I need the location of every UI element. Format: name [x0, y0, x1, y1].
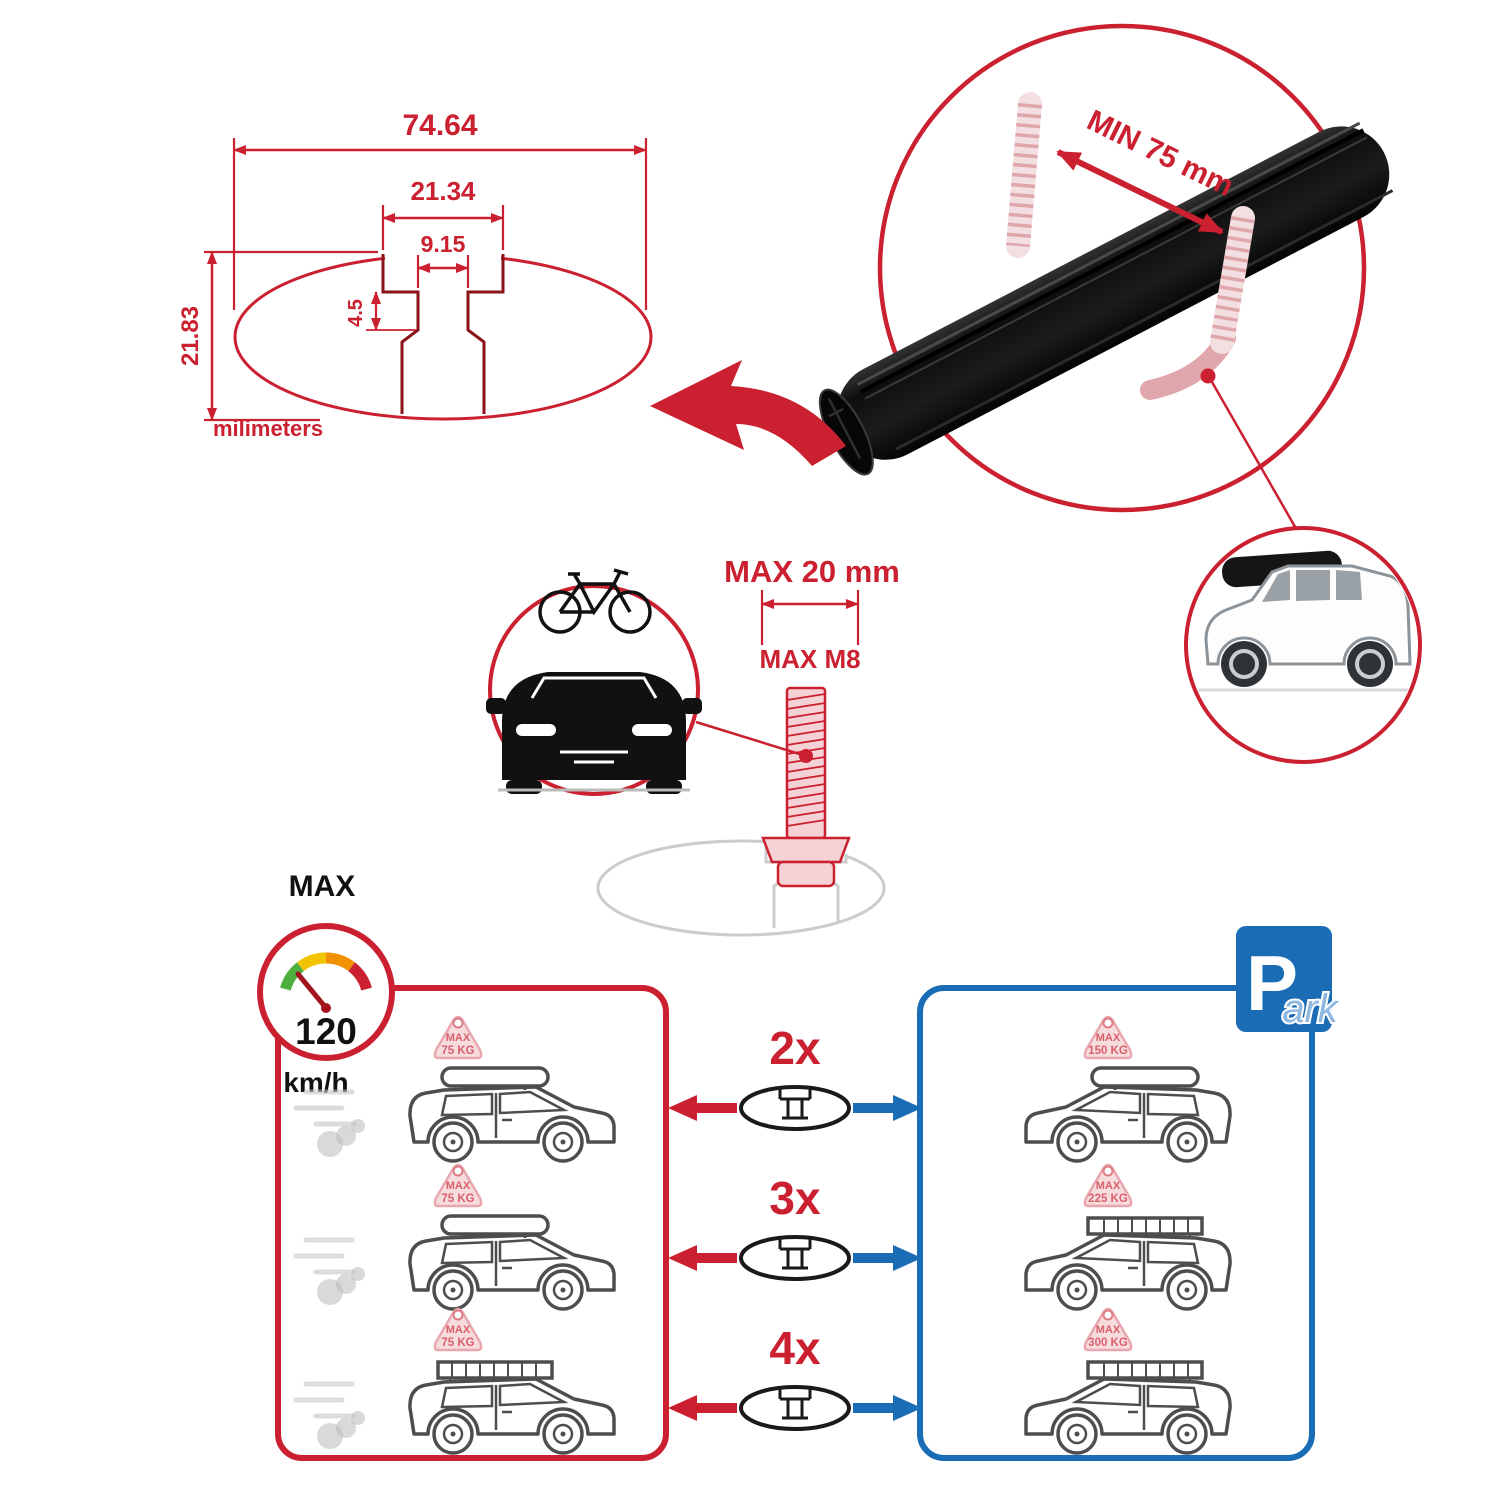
load-tag-value: 300 KG — [1088, 1337, 1128, 1349]
speed-badge-title: MAX — [289, 870, 356, 903]
crossbar-render — [818, 121, 1394, 476]
park-sign-suffix: ark — [1282, 987, 1340, 1031]
load-tag-value: 75 KG — [441, 1337, 474, 1349]
max-bolt-thread-label: MAX M8 — [759, 644, 860, 674]
load-tag-parking-1: MAX 150 KG — [1083, 1015, 1133, 1060]
dim-height-total-label: 21.83 — [177, 306, 204, 366]
driving-car-2 — [408, 1214, 616, 1311]
bar-count-2x: 2x — [769, 1022, 821, 1074]
bike-icon — [538, 568, 652, 634]
crossbar-count-icon-row2 — [668, 1235, 922, 1281]
load-tag-title: MAX — [1096, 1180, 1121, 1192]
units-label: milimeters — [213, 416, 323, 441]
crossbar-count-icon-row1 — [668, 1085, 922, 1131]
parking-car-3 — [1024, 1360, 1232, 1455]
car-front-icon — [486, 672, 702, 794]
load-tag-value: 225 KG — [1088, 1193, 1128, 1205]
load-tag-driving-3: MAX 75 KG — [433, 1307, 483, 1352]
load-tag-title: MAX — [446, 1180, 471, 1192]
suv-roofbox-circle — [1184, 526, 1422, 764]
zoom-pointer-arrow — [650, 360, 846, 466]
u-bolt-right-arm — [1140, 206, 1255, 400]
motion-smoke — [296, 1092, 365, 1157]
zoom-circle-outline — [877, 23, 1367, 513]
load-tag-title: MAX — [446, 1324, 471, 1336]
bar-count-3x: 3x — [769, 1172, 821, 1224]
dim-width-total-label: 74.64 — [402, 109, 477, 142]
parking-car-1 — [1024, 1066, 1232, 1163]
park-sign-letter: P — [1246, 939, 1298, 1027]
load-tag-driving-1: MAX 75 KG — [433, 1015, 483, 1060]
load-tag-title: MAX — [1096, 1032, 1121, 1044]
park-sign: P ark — [1236, 926, 1342, 1033]
load-tag-value: 75 KG — [441, 1193, 474, 1205]
max-slot-width-label: MAX 20 mm — [724, 554, 900, 589]
dim-channel-outer-label: 21.34 — [410, 176, 476, 206]
channel-right-wall — [466, 254, 505, 414]
load-tag-value: 150 KG — [1088, 1045, 1128, 1057]
bar-count-4x: 4x — [769, 1322, 821, 1374]
min-clamp-span-label: MIN 75 mm — [1082, 104, 1239, 203]
connector-line — [1210, 381, 1300, 533]
bolt-leader-line — [695, 720, 807, 758]
driving-car-1 — [408, 1066, 616, 1163]
t-bolt-icon — [761, 686, 851, 888]
bolt-detail: MAX 20 mm MAX M8 — [486, 554, 900, 937]
load-tag-driving-2: MAX 75 KG — [433, 1163, 483, 1208]
parking-car-2 — [1024, 1216, 1232, 1311]
car-bike-circle — [486, 568, 702, 796]
dim-lip-depth-label: 4.5 — [345, 299, 367, 327]
speedometer-icon — [280, 952, 372, 991]
driving-car-3 — [408, 1360, 616, 1455]
crossbar-zoom-circle: MIN 75 mm — [650, 23, 1394, 533]
load-tag-value: 75 KG — [441, 1045, 474, 1057]
speed-badge-value: 120 — [295, 1011, 357, 1052]
crossbar-count-icon-row3 — [668, 1385, 922, 1431]
clamp-point-dot — [1200, 368, 1216, 384]
motion-smoke — [296, 1240, 365, 1305]
speed-limit-badge: MAX 120 km/h — [257, 870, 395, 1098]
load-tag-parking-2: MAX 225 KG — [1083, 1163, 1133, 1208]
channel-left-wall — [381, 254, 420, 414]
dim-channel-inner-label: 9.15 — [421, 231, 466, 257]
u-bolt-left-arm — [1006, 92, 1042, 258]
load-tag-title: MAX — [1096, 1324, 1121, 1336]
suv-roofbox-icon — [1196, 550, 1412, 692]
motion-smoke — [296, 1384, 365, 1449]
parking-panel — [917, 985, 1315, 1461]
crossbar-cross-section-drawing: 74.64 21.34 9.15 4.5 21.83 milimeters — [177, 109, 653, 441]
min-span-arrow — [1056, 149, 1224, 235]
bolt-point-dot — [799, 749, 813, 763]
load-tag-title: MAX — [446, 1032, 471, 1044]
comparison-section: P ark MAX 120 km/h 2x 3x 4x MAX 75 KG — [257, 870, 1342, 1461]
load-tag-parking-3: MAX 300 KG — [1083, 1307, 1133, 1352]
driving-panel — [275, 985, 669, 1461]
